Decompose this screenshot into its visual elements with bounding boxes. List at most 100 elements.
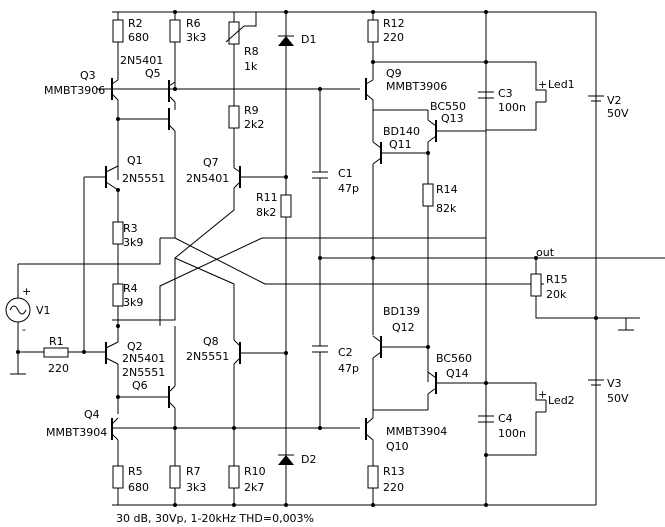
d2-diode [278, 454, 294, 505]
q5-label: Q5 [145, 67, 161, 80]
led2-plus: + [538, 388, 547, 401]
c1-label: C1 [338, 167, 353, 180]
r14-label: R14 [436, 183, 458, 196]
q11-label: Q11 [389, 138, 412, 151]
r9-value: 2k2 [244, 118, 264, 131]
q14-label: Q14 [446, 367, 469, 380]
r5-resistor [112, 465, 124, 505]
v1-label: V1 [36, 304, 51, 317]
r5-label: R5 [128, 465, 143, 478]
q13-transistor [427, 110, 486, 184]
r12-value: 220 [383, 31, 404, 44]
r10-resistor [228, 465, 240, 505]
r15-value: 20k [546, 288, 567, 301]
q13-label: Q13 [441, 112, 464, 125]
c4-value: 100n [498, 427, 526, 440]
r3-value: 3k9 [123, 236, 143, 249]
v1-plus: + [22, 285, 31, 298]
r4-resistor [112, 283, 124, 342]
q7-part: 2N5401 [186, 172, 229, 185]
r7-value: 3k3 [186, 481, 206, 494]
c2-label: C2 [338, 346, 353, 359]
v3-value: 50V [607, 392, 629, 405]
led1-label: Led1 [548, 78, 575, 91]
d2-label: D2 [301, 453, 316, 466]
r14-resistor [422, 183, 434, 382]
c3-label: C3 [498, 87, 513, 100]
r10-label: R10 [244, 465, 266, 478]
q9-label: Q9 [386, 67, 402, 80]
r11-label: R11 [256, 191, 278, 204]
r8-value: 1k [244, 60, 258, 73]
r2-resistor [112, 12, 124, 80]
q12-transistor [372, 335, 428, 410]
c1-capacitor [312, 89, 328, 346]
junction-dots [16, 10, 598, 507]
v1-source [5, 264, 44, 375]
r9-resistor [228, 105, 240, 168]
q2-part-2: 2N5551 [122, 366, 165, 379]
q8-label: Q8 [203, 335, 219, 348]
bd140-part: BD140 [383, 125, 420, 138]
caption: 30 dB, 30Vp, 1-20kHz THD=0,003% [116, 512, 314, 525]
bc560-part: BC560 [436, 352, 472, 365]
r3-resistor [112, 190, 124, 284]
v3-label: V3 [607, 377, 622, 390]
v2-value: 50V [607, 107, 629, 120]
r12-resistor [367, 12, 379, 80]
q2-transistor [105, 341, 119, 414]
bd139-part: BD139 [383, 305, 420, 318]
q3-part: MMBT3906 [44, 84, 105, 97]
q12-label: Q12 [392, 321, 415, 334]
v3-source [588, 379, 604, 386]
led1-connector [486, 61, 547, 131]
q6-label: Q6 [132, 379, 148, 392]
v2-label: V2 [607, 94, 622, 107]
r10-value: 2k7 [244, 481, 264, 494]
c1-value: 47p [338, 182, 359, 195]
r5-value: 680 [128, 481, 149, 494]
q1-label: Q1 [127, 154, 143, 167]
q4-part: MMBT3904 [46, 426, 107, 439]
q8-part: 2N5551 [186, 350, 229, 363]
c4-label: C4 [498, 412, 513, 425]
q14-transistor [373, 371, 486, 411]
q4-transistor [111, 417, 360, 466]
q7-label: Q7 [203, 156, 219, 169]
r15-resistor [530, 258, 640, 331]
out-label: out [536, 246, 555, 259]
q5-part: 2N5401 [120, 54, 163, 67]
q9-transistor [365, 78, 374, 110]
c3-value: 100n [498, 101, 526, 114]
c4-capacitor [478, 415, 494, 423]
r6-value: 3k3 [186, 31, 206, 44]
r9-label: R9 [244, 104, 259, 117]
r3-label: R3 [123, 222, 138, 235]
q11-transistor [372, 109, 428, 335]
r14-value: 82k [436, 202, 457, 215]
r13-value: 220 [383, 481, 404, 494]
q1-transistor [83, 165, 119, 352]
r2-label: R2 [128, 17, 143, 30]
r6-resistor [169, 12, 181, 90]
q2-part: 2N5401 [122, 352, 165, 365]
r4-label: R4 [123, 282, 138, 295]
led1-plus: + [538, 78, 547, 91]
r8-label: R8 [244, 45, 259, 58]
q2-label: Q2 [127, 340, 143, 353]
q9-part: MMBT3906 [386, 80, 447, 93]
r15-label: R15 [546, 273, 568, 286]
r11-resistor [280, 194, 292, 455]
r7-label: R7 [186, 465, 201, 478]
q-pnp-mid [118, 108, 176, 238]
r1-label: R1 [49, 335, 64, 348]
led2-label: Led2 [548, 394, 575, 407]
q10-label: Q10 [386, 440, 409, 453]
r11-value: 8k2 [256, 206, 276, 219]
bc550-part: BC550 [430, 100, 466, 113]
d1-diode [278, 12, 294, 195]
q8-transistor [233, 339, 286, 466]
v2-source [588, 95, 604, 102]
r7-resistor [169, 465, 181, 505]
